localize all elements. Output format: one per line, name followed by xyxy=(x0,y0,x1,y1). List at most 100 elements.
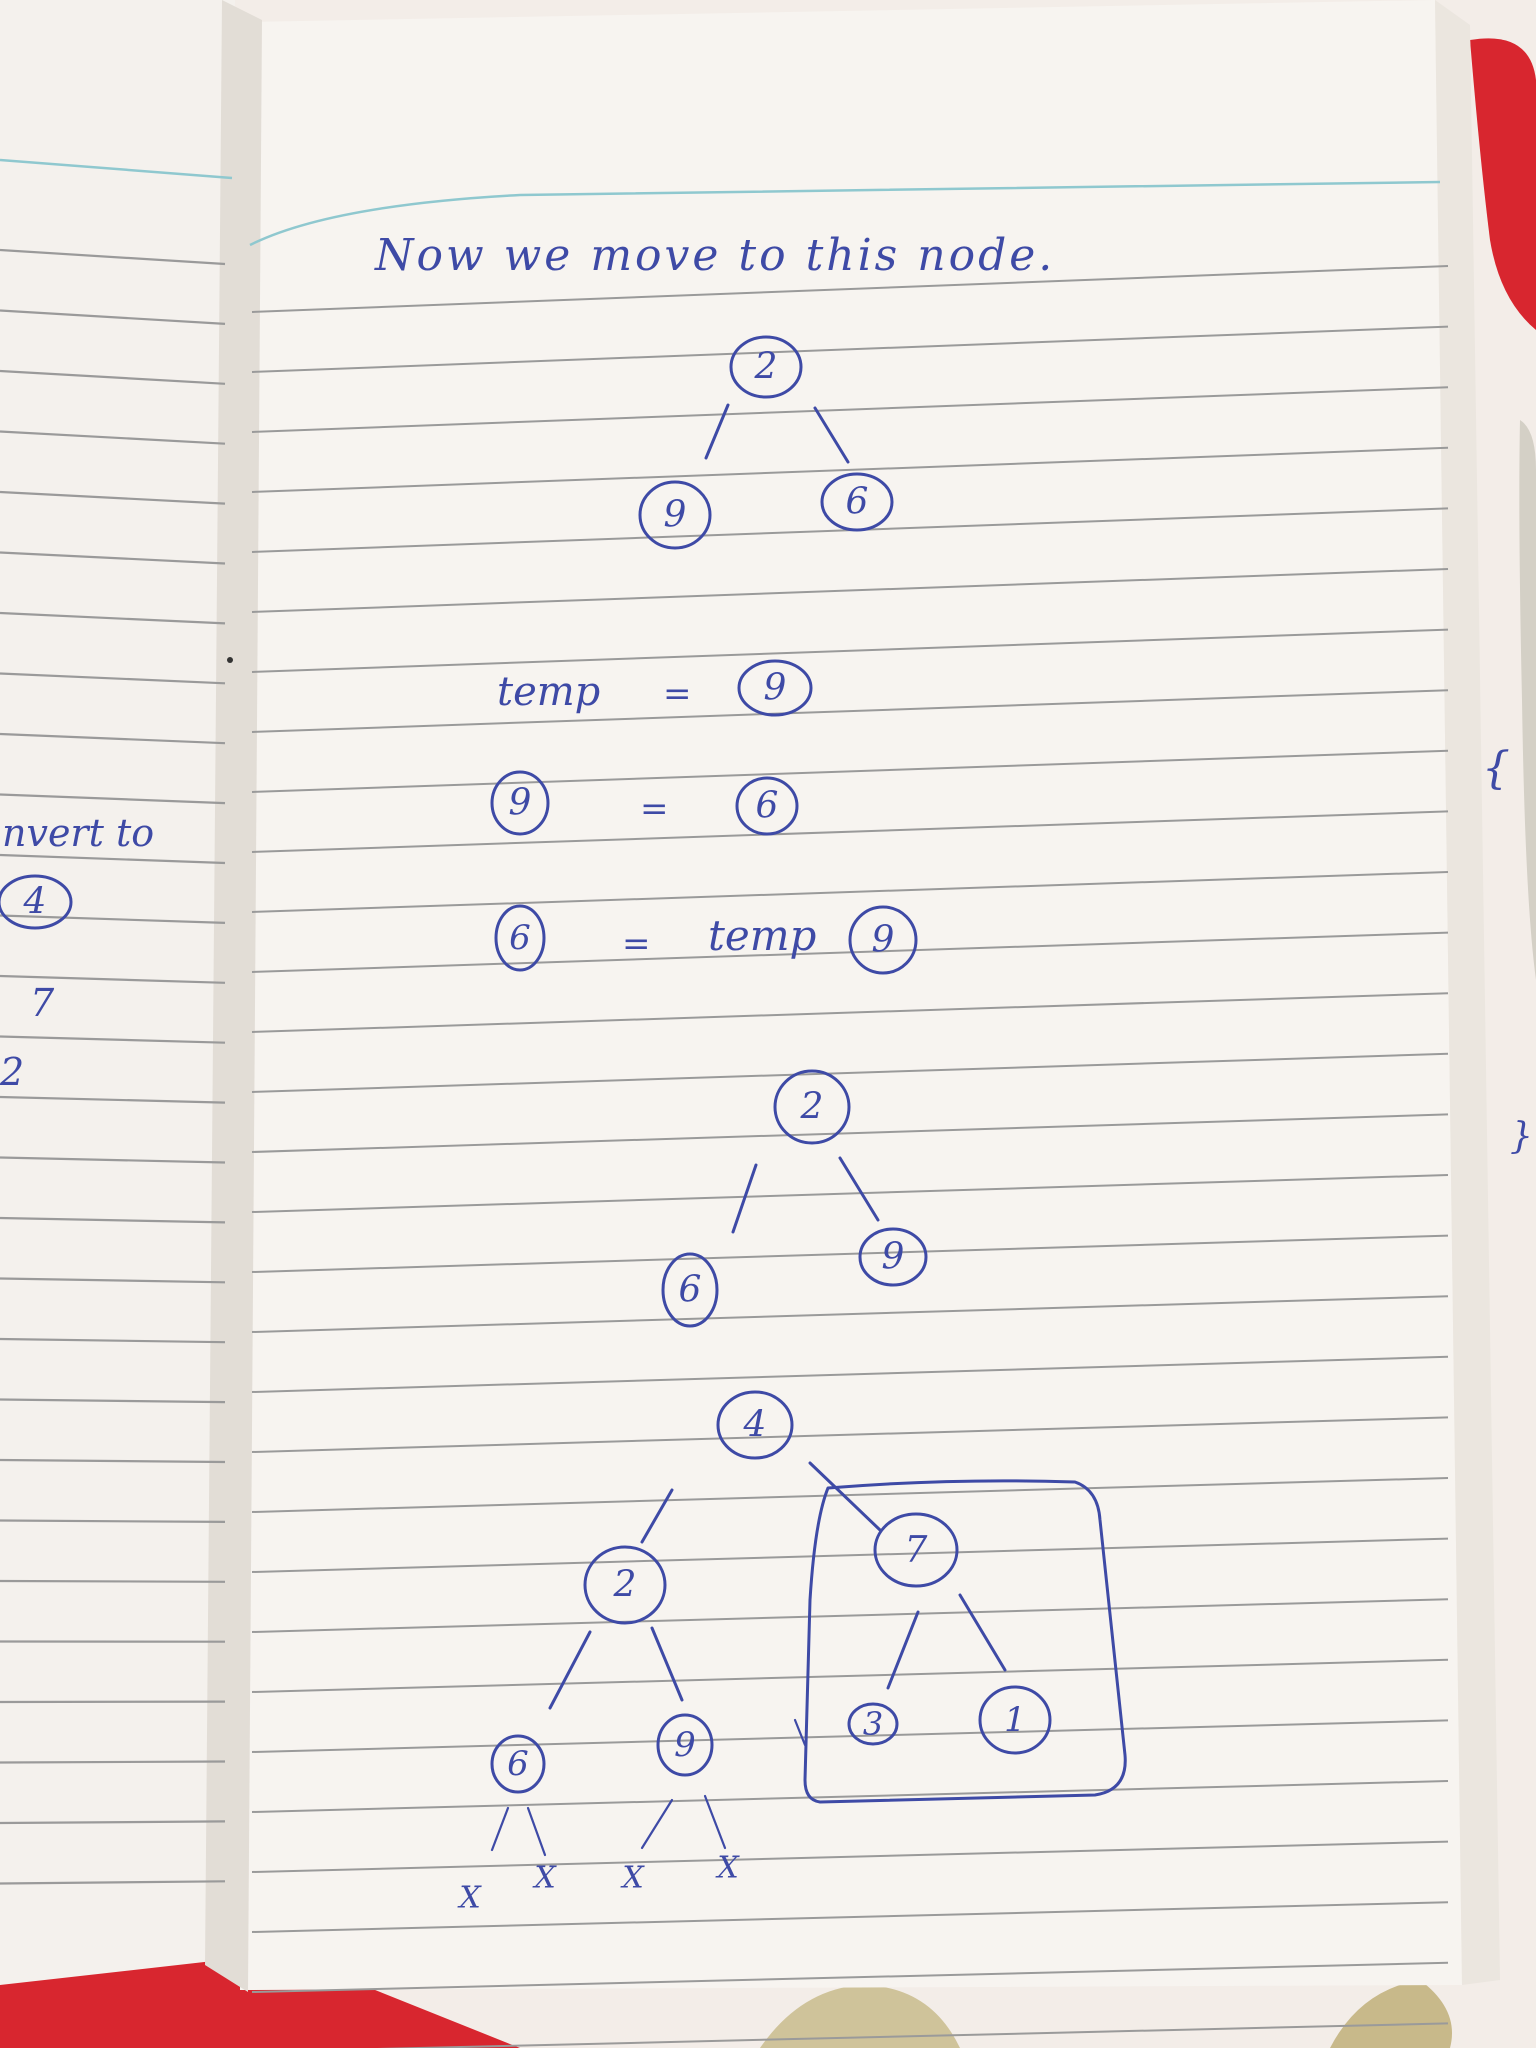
tree2-right-circle xyxy=(858,1227,928,1287)
tree1-right-label: 6 xyxy=(846,482,869,523)
ruled-line xyxy=(0,1880,226,1885)
box-tick xyxy=(793,1718,807,1747)
tree3-node-9-circle xyxy=(656,1713,714,1777)
null-edge-6-left xyxy=(490,1806,510,1852)
tree-2: 2 6 9 xyxy=(661,1069,928,1328)
step3-lhs-circle xyxy=(494,904,546,972)
tree2-root-label: 2 xyxy=(800,1087,824,1128)
left-text-2: 2 xyxy=(0,1050,24,1094)
ruled-line xyxy=(0,551,226,565)
swap-steps: temp = 9 9 = 6 6 = temp 9 xyxy=(490,659,918,975)
tree1-edge-left xyxy=(704,403,730,460)
tree3-node-7-circle xyxy=(873,1512,959,1588)
null-mark: X xyxy=(457,1881,482,1916)
tree3-edge-2-right xyxy=(650,1626,684,1702)
page-edge-right xyxy=(1435,0,1500,1985)
left-page xyxy=(0,0,235,1985)
left-margin-line xyxy=(0,158,233,180)
tree3-edge-2-left xyxy=(548,1630,592,1710)
ruled-line xyxy=(0,1519,226,1524)
null-edge-9-right xyxy=(703,1794,727,1850)
step3-equals: = xyxy=(622,924,651,964)
ruled-line xyxy=(251,1961,1449,1993)
ruled-line xyxy=(251,1355,1449,1393)
ruled-line xyxy=(251,386,1449,433)
null-mark: X xyxy=(532,1861,557,1896)
tree3-node-2-label: 2 xyxy=(613,1565,637,1606)
ruled-line xyxy=(251,1295,1449,1333)
ruled-line xyxy=(0,309,226,325)
ruled-line xyxy=(251,1416,1449,1453)
step2-equals: = xyxy=(640,789,669,829)
step2-lhs-circle xyxy=(490,770,550,836)
ruled-line xyxy=(377,2022,1449,2048)
ruled-line xyxy=(251,1174,1449,1213)
left-text-7: 7 xyxy=(30,981,55,1025)
tree1-root-circle xyxy=(729,335,803,399)
ruled-line xyxy=(0,914,226,924)
ruled-line xyxy=(0,974,226,984)
edge-mark-bracket: } xyxy=(1510,1116,1533,1157)
tree3-edge-7-right xyxy=(958,1593,1007,1672)
ruled-line xyxy=(251,446,1449,493)
tree-3: 4 2 7 6 9 3 1 X X X X xyxy=(457,1390,1127,1916)
tree3-node-3-circle xyxy=(847,1702,899,1746)
ruled-line xyxy=(0,672,226,685)
null-mark: X xyxy=(715,1851,740,1886)
ruled-line xyxy=(0,1095,226,1104)
tree1-right-circle xyxy=(820,472,894,532)
step3-lhs-label: 6 xyxy=(509,918,531,958)
cloth-leaf-bottom-right xyxy=(1330,1980,1452,2048)
ruled-line xyxy=(251,1840,1449,1873)
tree3-node-6-circle xyxy=(490,1734,546,1794)
step1-rhs-label: 9 xyxy=(764,668,787,709)
tree1-left-circle xyxy=(638,480,712,550)
tree3-node-3-label: 3 xyxy=(863,1705,883,1743)
tree3-node-2-circle xyxy=(583,1545,667,1625)
ruled-line xyxy=(0,369,226,385)
tree1-edge-right xyxy=(813,406,850,464)
left-page-rules xyxy=(0,248,226,1885)
ruled-line xyxy=(251,1052,1449,1093)
ruled-line xyxy=(0,1216,226,1224)
step1-equals: = xyxy=(663,674,692,714)
tree1-left-label: 9 xyxy=(664,495,687,536)
right-page xyxy=(240,0,1462,1990)
cloth-pattern-right xyxy=(1519,420,1536,980)
tree1-root-label: 2 xyxy=(754,347,778,388)
ruled-line xyxy=(251,1719,1449,1753)
step3-rhs-node-label: 9 xyxy=(872,920,895,961)
tree2-edge-left xyxy=(731,1163,758,1234)
null-edge-6-right xyxy=(526,1806,547,1857)
ruled-line xyxy=(0,1760,226,1764)
page-heading: Now we move to this node. xyxy=(374,230,1055,281)
step2-rhs-circle xyxy=(735,776,799,836)
tree3-edge-7-left xyxy=(886,1610,920,1690)
ruled-line xyxy=(251,1901,1449,1933)
step2-rhs-label: 6 xyxy=(756,786,779,827)
ruled-line xyxy=(0,248,226,266)
ruled-line xyxy=(251,749,1449,793)
ruled-line xyxy=(0,1277,226,1284)
tree2-left-label: 6 xyxy=(679,1270,702,1311)
ruled-line xyxy=(0,793,226,805)
ruled-line xyxy=(251,1234,1449,1273)
tree3-node-6-label: 6 xyxy=(507,1744,529,1784)
tree3-edge-root-right xyxy=(808,1461,882,1532)
ruled-line xyxy=(251,1537,1449,1573)
tree2-left-circle xyxy=(661,1252,719,1328)
cloth-red-flower-top xyxy=(1470,38,1536,330)
ruled-line xyxy=(0,853,226,865)
null-mark: X xyxy=(620,1861,645,1896)
ruled-line xyxy=(251,931,1449,973)
ruled-line xyxy=(0,430,226,445)
ruled-line xyxy=(0,1579,226,1583)
ruled-line xyxy=(251,628,1449,673)
tree2-root-circle xyxy=(773,1069,851,1145)
tree3-node-1-label: 1 xyxy=(1004,1700,1026,1740)
null-edge-9-left xyxy=(640,1798,674,1850)
ruled-line xyxy=(0,1337,226,1344)
ruled-line xyxy=(251,1598,1449,1633)
right-margin-line xyxy=(249,180,1441,247)
